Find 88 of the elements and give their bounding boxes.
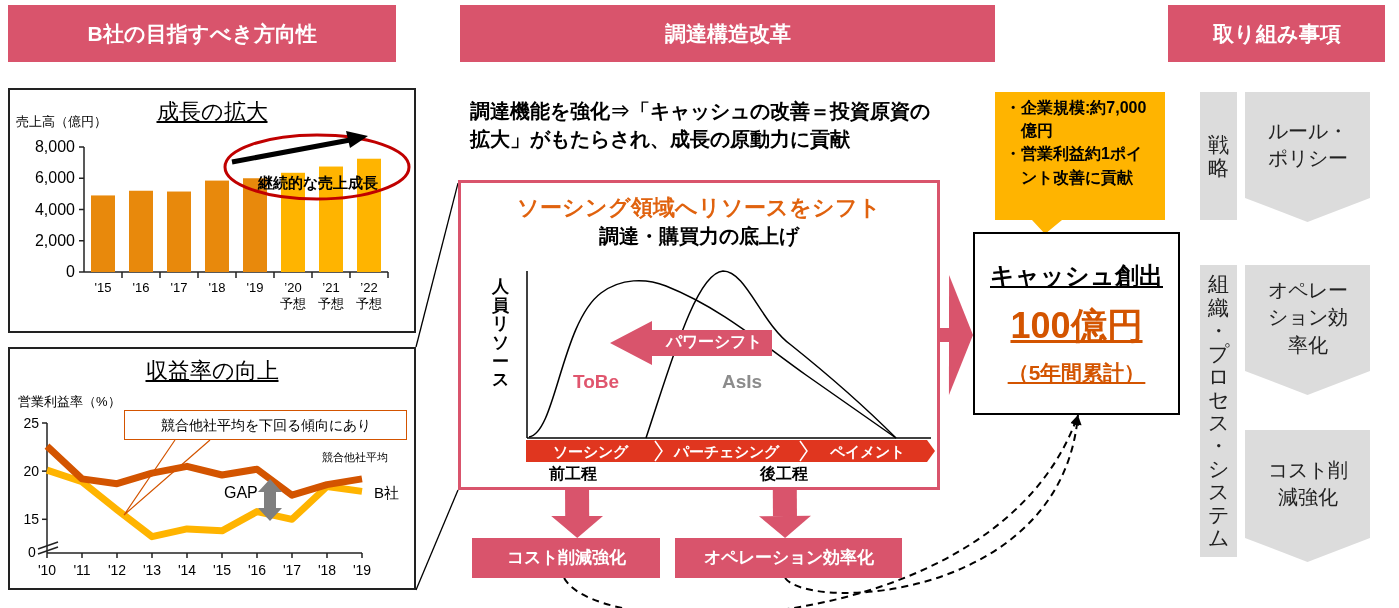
tick-label: 6,000 [34,170,75,187]
tick-label: 15 [23,512,39,527]
shift-arrow-banner [610,321,772,365]
phase-text: ソーシング [552,443,628,459]
result-text: コスト削減強化 [506,547,626,570]
tick-label: '12 [107,563,127,577]
phase-text: ペイメント [829,443,905,459]
tick-label: '15 [212,563,232,577]
block-arrow [551,489,604,538]
category-band [1200,265,1237,557]
tick-label: 4,000 [34,201,75,218]
series-label: B社 [374,483,399,503]
result-value: （5年間累計） [1007,359,1146,386]
connector-line [415,489,459,591]
axis-break-label: 0 [28,545,36,559]
phase-segment [654,440,799,462]
tick-label: '17 [169,280,189,297]
banner-text: パワーシフト [666,332,762,352]
result-box [472,538,660,578]
tick-label: '19 [352,563,372,577]
tick-label: '11 [73,563,91,577]
tick-label: '18 [317,563,337,577]
result-box [973,232,1180,415]
process-panel [458,180,940,490]
chart-panel [8,347,416,590]
category-text: 組織・プロセス・システム [1208,272,1229,550]
tick-label: '17 [282,563,302,577]
panel-subheading: 調達・購買力の底上げ [599,224,799,250]
tick-label: '16 [131,280,151,297]
phase-group-label: 後工程 [760,464,808,484]
tick-label: '15 [93,280,113,297]
chevron-text: オペレーション効率化 [1266,277,1349,358]
chevron-box [1245,265,1370,395]
tick-label: 0 [66,264,75,280]
header-title: B社の目指すべき方向性 [87,20,317,47]
dashed-arrow [563,414,1079,608]
panel-heading: ソーシング領域へリソースをシフト [517,194,881,222]
chart-panel [8,88,416,333]
tick-label: 8,000 [34,139,75,155]
tick-label: ’21 予想 [317,280,345,313]
block-arrow [758,489,811,538]
block-arrow [940,275,973,395]
phase-segment [526,440,654,462]
tick-label: ’22 予想 [355,280,383,313]
axis-title: 営業利益率（%） [18,393,121,411]
annotation-text: GAP [224,483,258,503]
axis-label: 人員リソース [492,278,509,391]
axis-title: 売上高（億円） [16,113,107,131]
series-label: 競合他社平均 [322,450,388,465]
tick-label: ’20 予想 [279,280,307,313]
chevron-box [1245,92,1370,222]
result-value: 100億円 [1010,303,1143,348]
section-header [8,5,396,62]
tick-label: '18 [207,280,227,297]
phase-group-label: 前工程 [549,464,597,484]
result-box [675,538,902,578]
result-text: オペレーション効率化 [703,547,874,570]
category-band [1200,92,1237,220]
chevron-box [1245,430,1370,562]
callout-box [995,92,1165,234]
tick-label: '10 [37,563,57,577]
curve-label: AsIs [722,370,763,394]
curve-label: ToBe [573,370,620,394]
statement-text: 調達機能を強化⇒「キャッシュの改善＝投資原資の拡大」がもたらされ、成長の原動力に貢献 [470,99,931,152]
tick-label: 20 [23,464,39,479]
tick-label: 25 [23,416,39,430]
tick-label: '14 [177,563,197,577]
tick-label: '16 [247,563,267,577]
connector-line [415,182,459,348]
chevron-text: ルール・ポリシー [1266,118,1349,171]
category-text: 戦略 [1208,132,1229,180]
header-title: 調達構造改革 [664,20,791,47]
phase-segment [799,440,935,462]
chevron-text: コスト削減強化 [1266,457,1349,510]
result-heading: キャッシュ創出 [990,260,1163,291]
section-header [1168,5,1385,62]
tick-label: '13 [142,563,162,577]
tick-label: 2,000 [34,232,75,249]
dashed-arrow [784,414,1081,594]
callout-box: 競合他社平均を下回る傾向にあり [124,410,407,440]
phase-text: パーチェシング [674,443,779,459]
header-title: 取り組み事項 [1212,20,1341,47]
tick-label: '19 [245,280,265,297]
panel-title: 成長の拡大 [156,98,268,126]
callout-text: ・企業規模:約7,000億円 [1005,98,1148,142]
callout-text: ・営業利益約1ポイント改善に貢献 [1005,144,1143,188]
panel-title: 収益率の向上 [145,357,279,385]
section-header [460,5,995,62]
